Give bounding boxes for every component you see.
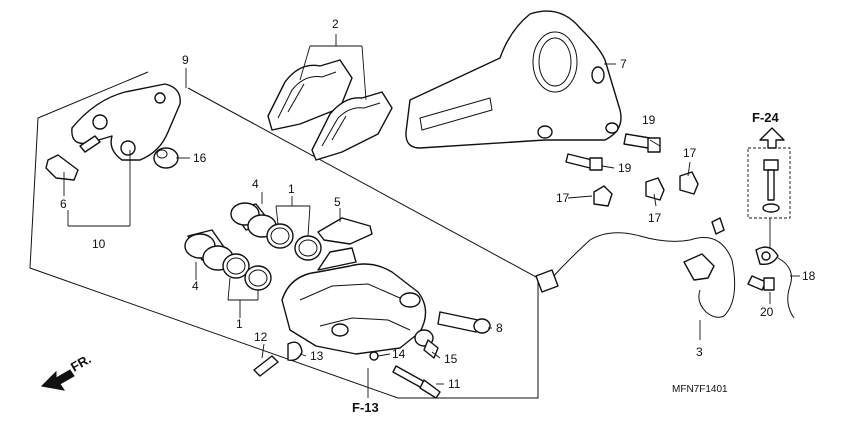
brake-pads [267,59,393,161]
callout-20: 20 [760,305,774,319]
callout-1-upper: 1 [288,182,295,196]
sensor-stay [755,246,795,319]
callout-18: 18 [802,269,816,283]
caliper-support [71,83,181,161]
callout-12: 12 [254,330,268,344]
callout-17-right: 17 [683,146,697,160]
pad-pin [392,365,441,399]
f24-bolt [762,159,780,213]
front-direction-label: FR. [68,351,94,374]
bolt-sensor [747,275,775,291]
callout-19-lower: 19 [618,161,632,175]
callout-17-left: 17 [556,191,570,205]
callout-3: 3 [696,345,703,359]
bleeder-cap [287,341,303,362]
reference-f24: F-24 [752,110,780,125]
callout-14: 14 [392,347,406,361]
callout-1-lower: 1 [236,317,243,331]
callout-4-lower: 4 [192,279,199,293]
bolt-lower [565,153,603,171]
callout-9: 9 [182,53,189,67]
front-arrow-icon [40,369,75,391]
bleeder-valve [253,355,279,377]
callout-15: 15 [444,352,458,366]
callout-16: 16 [193,151,207,165]
clamp-2 [645,177,665,201]
caliper-bracket [405,10,622,149]
leader-lines [63,34,800,398]
callout-8: 8 [496,321,503,335]
callout-7: 7 [620,57,627,71]
bolt-upper [623,133,661,153]
clamp-1 [593,185,613,207]
boot [153,147,179,169]
callout-13: 13 [310,349,324,363]
callout-17-middle: 17 [648,211,662,225]
callout-2: 2 [332,17,339,31]
slide-pin [437,311,491,334]
caliper-body [281,247,427,355]
up-arrow-icon [759,127,785,149]
pad-spring [317,217,373,245]
callout-19-upper: 19 [642,113,656,127]
callout-6: 6 [60,197,67,211]
clamp-3 [679,171,699,195]
o-ring [369,351,379,361]
callout-11: 11 [448,377,461,391]
callout-10: 10 [92,237,106,251]
callout-4-upper: 4 [252,177,259,191]
callout-5: 5 [334,195,341,209]
reference-f13: F-13 [352,400,379,415]
diagram-code: MFN7F1401 [672,384,728,395]
pad-spring-clip [45,154,79,181]
wheel-speed-sensor [535,217,736,318]
